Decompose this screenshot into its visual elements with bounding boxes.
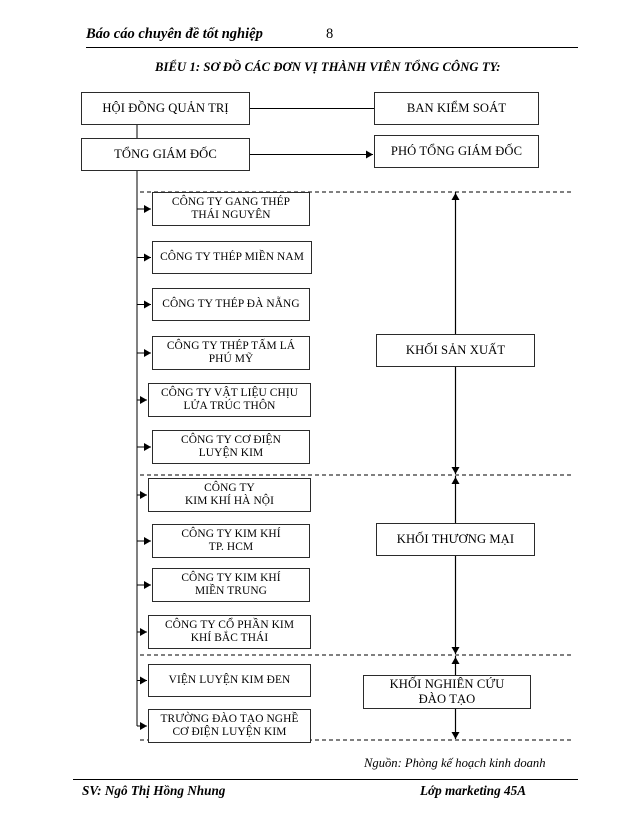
member-node-m04: CÔNG TY THÉP TẤM LÁ PHÚ MỸ	[152, 336, 310, 370]
running-header: Báo cáo chuyên đề tốt nghiệp 8	[0, 0, 638, 50]
exec-node-tgd: TỔNG GIÁM ĐỐC	[81, 138, 250, 171]
figure-caption: BIỂU 1: SƠ ĐỒ CÁC ĐƠN VỊ THÀNH VIÊN TỔNG…	[155, 60, 501, 74]
member-node-m11: VIỆN LUYỆN KIM ĐEN	[148, 664, 311, 697]
exec-node-ptgd: PHÓ TỔNG GIÁM ĐỐC	[374, 135, 539, 168]
group-node-g02: KHỐI THƯƠNG MẠI	[376, 523, 535, 556]
source-note: Nguồn: Phòng kế hoạch kinh doanh	[364, 756, 546, 770]
footer-student-name: SV: Ngô Thị Hồng Nhung	[82, 783, 226, 798]
footer-rule	[73, 779, 578, 780]
member-node-m09: CÔNG TY KIM KHÍ MIỀN TRUNG	[152, 568, 310, 602]
group-node-g01: KHỐI SẢN XUẤT	[376, 334, 535, 367]
exec-node-hdqt: HỘI ĐỒNG QUẢN TRỊ	[81, 92, 250, 125]
member-node-m05: CÔNG TY VẬT LIỆU CHỊU LỬA TRÚC THÔN	[148, 383, 311, 417]
member-node-m01: CÔNG TY GANG THÉP THÁI NGUYÊN	[152, 192, 310, 226]
member-node-m07: CÔNG TY KIM KHÍ HÀ NỘI	[148, 478, 311, 512]
member-node-m10: CÔNG TY CỔ PHẦN KIM KHÍ BẮC THÁI	[148, 615, 311, 649]
exec-node-bks: BAN KIỂM SOÁT	[374, 92, 539, 125]
group-node-g03: KHỐI NGHIÊN CỨU ĐÀO TẠO	[363, 675, 531, 709]
member-node-m03: CÔNG TY THÉP ĐÀ NẴNG	[152, 288, 310, 321]
footer-class: Lớp marketing 45A	[420, 783, 526, 798]
member-node-m08: CÔNG TY KIM KHÍ TP. HCM	[152, 524, 310, 558]
member-node-m02: CÔNG TY THÉP MIỀN NAM	[152, 241, 312, 274]
member-node-m12: TRƯỜNG ĐÀO TẠO NGHỀ CƠ ĐIỆN LUYỆN KIM	[148, 709, 311, 743]
header-rule	[86, 47, 578, 48]
header-page-number: 8	[326, 26, 334, 42]
header-title: Báo cáo chuyên đề tốt nghiệp	[86, 26, 263, 42]
member-node-m06: CÔNG TY CƠ ĐIỆN LUYỆN KIM	[152, 430, 310, 464]
